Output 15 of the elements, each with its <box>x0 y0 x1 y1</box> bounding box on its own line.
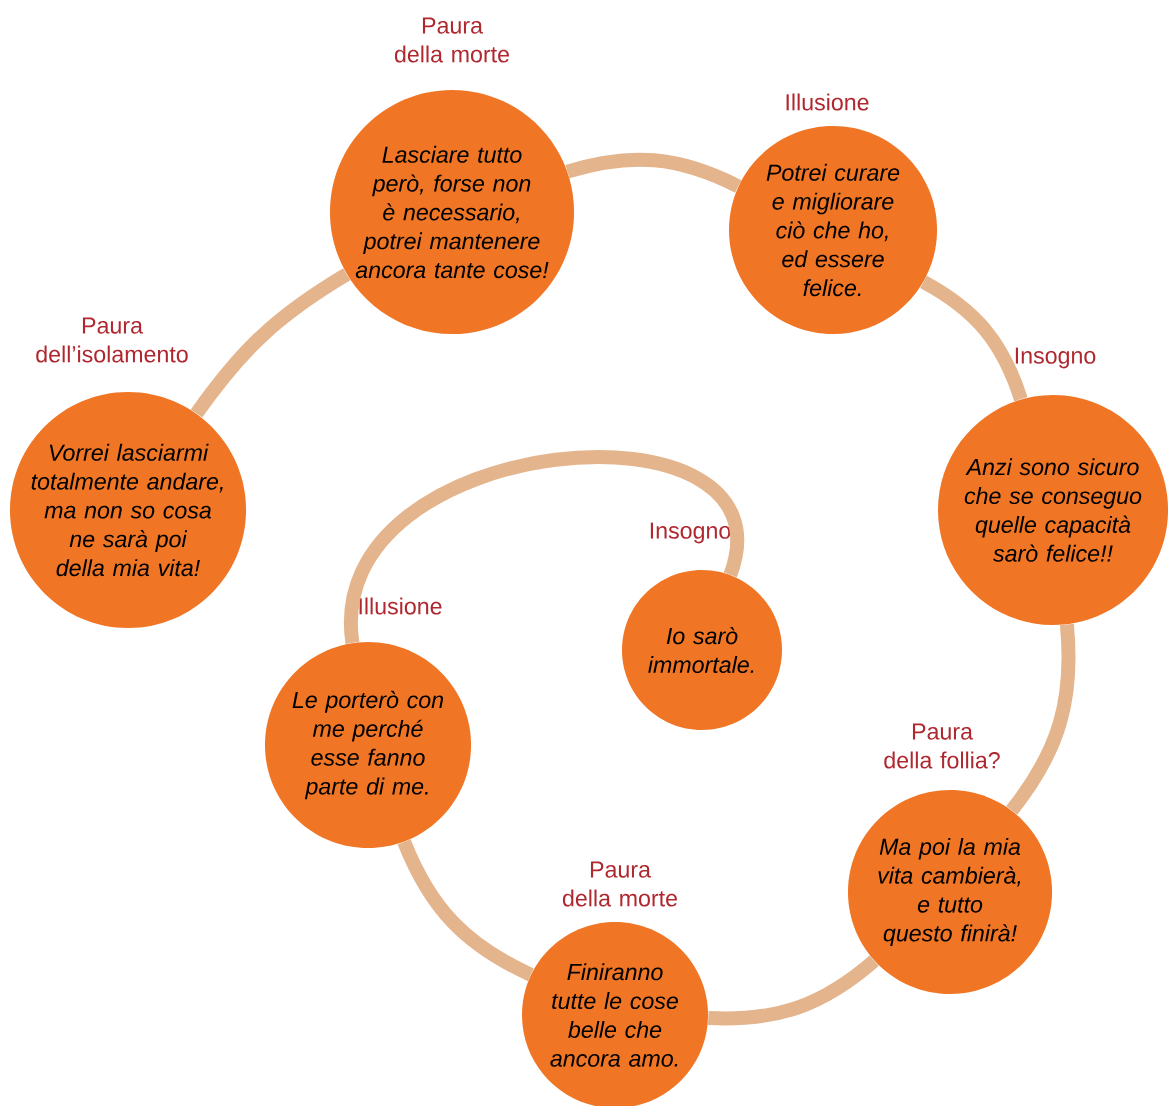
heading-label: Paura della follia? <box>884 723 1000 769</box>
heading-label: Paura della morte <box>394 17 509 63</box>
spiral-line <box>565 152 742 193</box>
spiral-line <box>1006 623 1076 815</box>
spiral-line <box>708 955 879 1026</box>
spiral-line <box>345 450 744 644</box>
heading-label: Insogno <box>650 522 731 544</box>
spiral-line <box>920 275 1028 402</box>
spiral-line <box>397 839 534 982</box>
heading-label: Paura dell’isolamento <box>36 317 188 363</box>
heading-label: Paura della morte <box>562 861 677 907</box>
heading-label: Illusione <box>359 597 442 615</box>
heading-label: Illusione <box>786 93 869 111</box>
heading-label: Insogno <box>1015 347 1096 369</box>
spiral-line <box>190 268 351 418</box>
